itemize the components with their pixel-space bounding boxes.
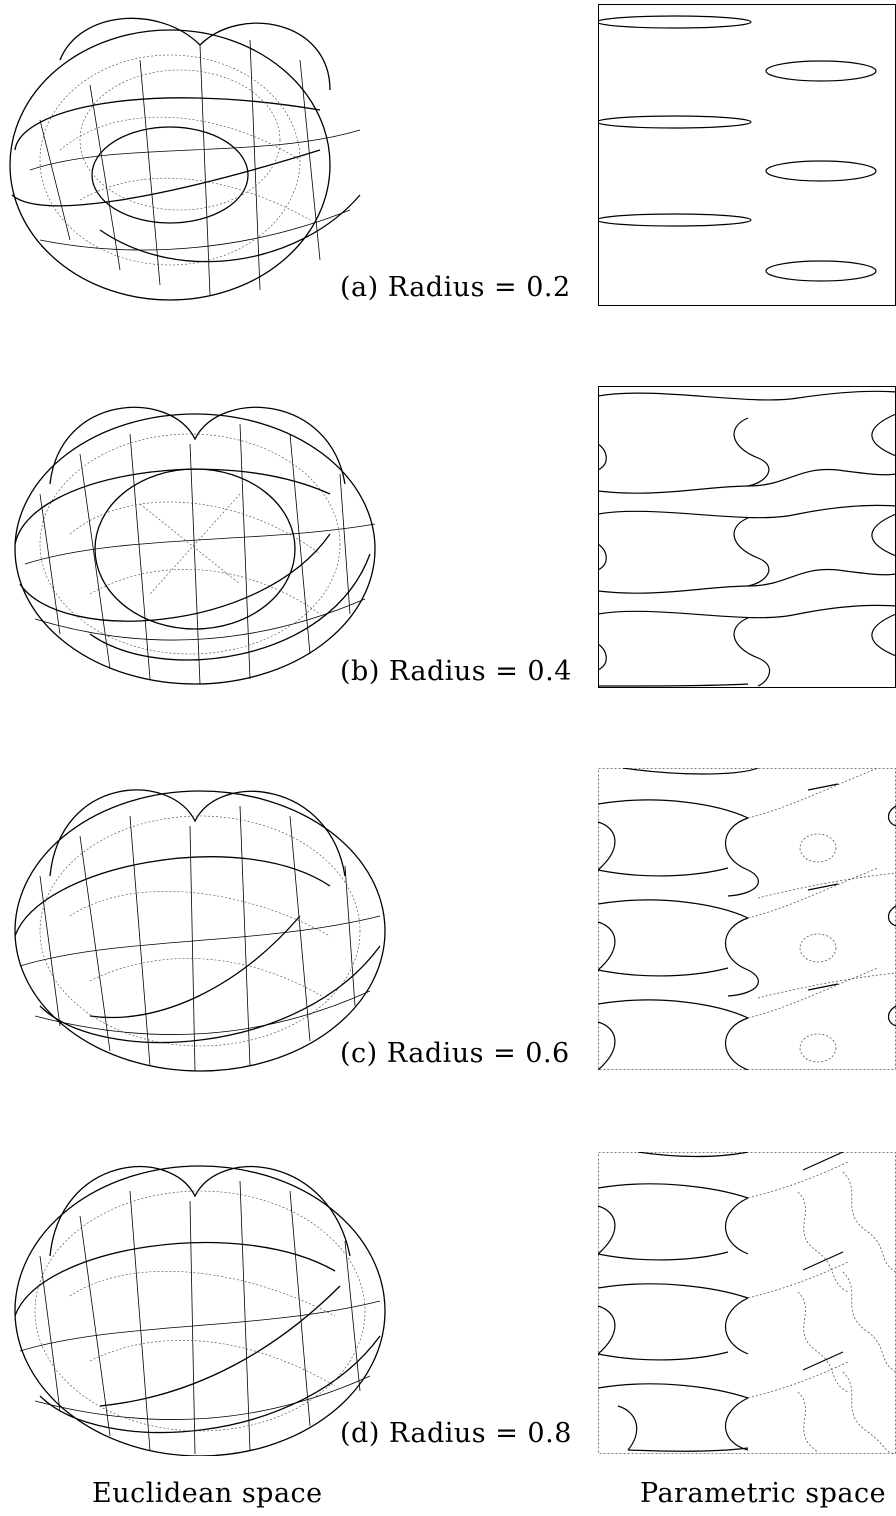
panel-d: (d) Radius = 0.8 bbox=[0, 1146, 896, 1456]
parametric-plot-b bbox=[598, 386, 896, 688]
caption-b: (b) Radius = 0.4 bbox=[340, 656, 572, 687]
knot-torus-figure-a bbox=[9, 17, 361, 301]
parametric-plot-c bbox=[598, 768, 896, 1070]
knot-torus-figure-b bbox=[14, 406, 376, 685]
caption-a: (a) Radius = 0.2 bbox=[340, 272, 571, 303]
parametric-space-label: Parametric space bbox=[640, 1478, 887, 1509]
caption-d: (d) Radius = 0.8 bbox=[340, 1418, 572, 1449]
panel-c: (c) Radius = 0.6 bbox=[0, 766, 896, 1076]
panel-b: (b) Radius = 0.4 bbox=[0, 384, 896, 694]
knot-torus-figure-d bbox=[14, 1165, 386, 1456]
euclidean-space-label: Euclidean space bbox=[92, 1478, 323, 1509]
knot-torus-figure-c bbox=[14, 789, 386, 1072]
panel-a: (a) Radius = 0.2 bbox=[0, 0, 896, 310]
parametric-plot-d bbox=[598, 1152, 896, 1454]
caption-c: (c) Radius = 0.6 bbox=[340, 1038, 570, 1069]
parametric-plot-a bbox=[598, 4, 896, 306]
